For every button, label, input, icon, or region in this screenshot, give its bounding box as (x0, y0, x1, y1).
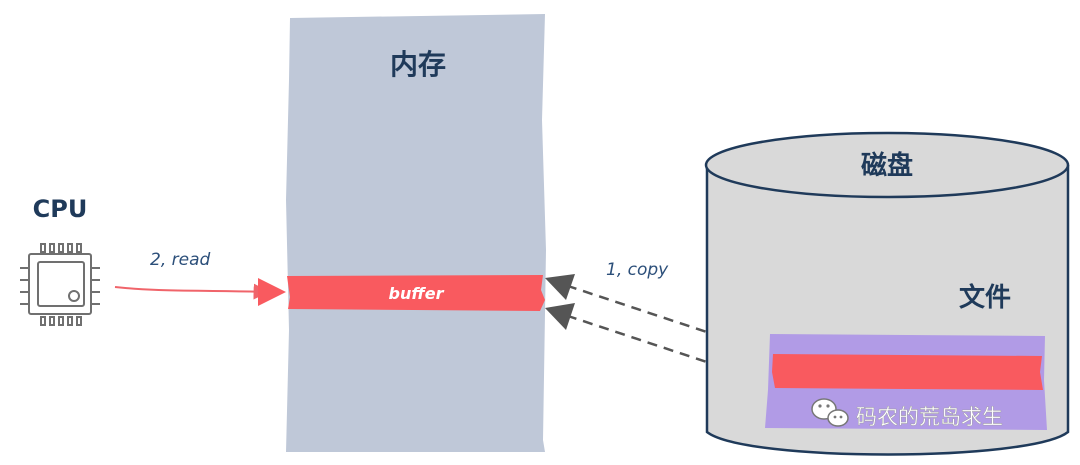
disk-label: 磁盘 (861, 150, 913, 181)
wechat-icon (811, 398, 849, 427)
file-label: 文件 (959, 282, 1011, 313)
file-buffer-strip (772, 354, 1043, 390)
read-label: 2, read (150, 250, 210, 270)
read-arrowhead (258, 278, 286, 306)
copy-label: 1, copy (606, 260, 669, 280)
disk-top (704, 131, 1070, 199)
memory-label: 内存 (390, 48, 446, 81)
memory-block (286, 14, 546, 452)
cpu-chip-icon (20, 243, 100, 326)
read-arrow (114, 283, 270, 300)
cpu-label: CPU (33, 195, 88, 223)
buffer-label: buffer (389, 284, 445, 303)
watermark-text: 码农的荒岛求生 (856, 405, 1003, 429)
buffer-strip (287, 275, 545, 311)
